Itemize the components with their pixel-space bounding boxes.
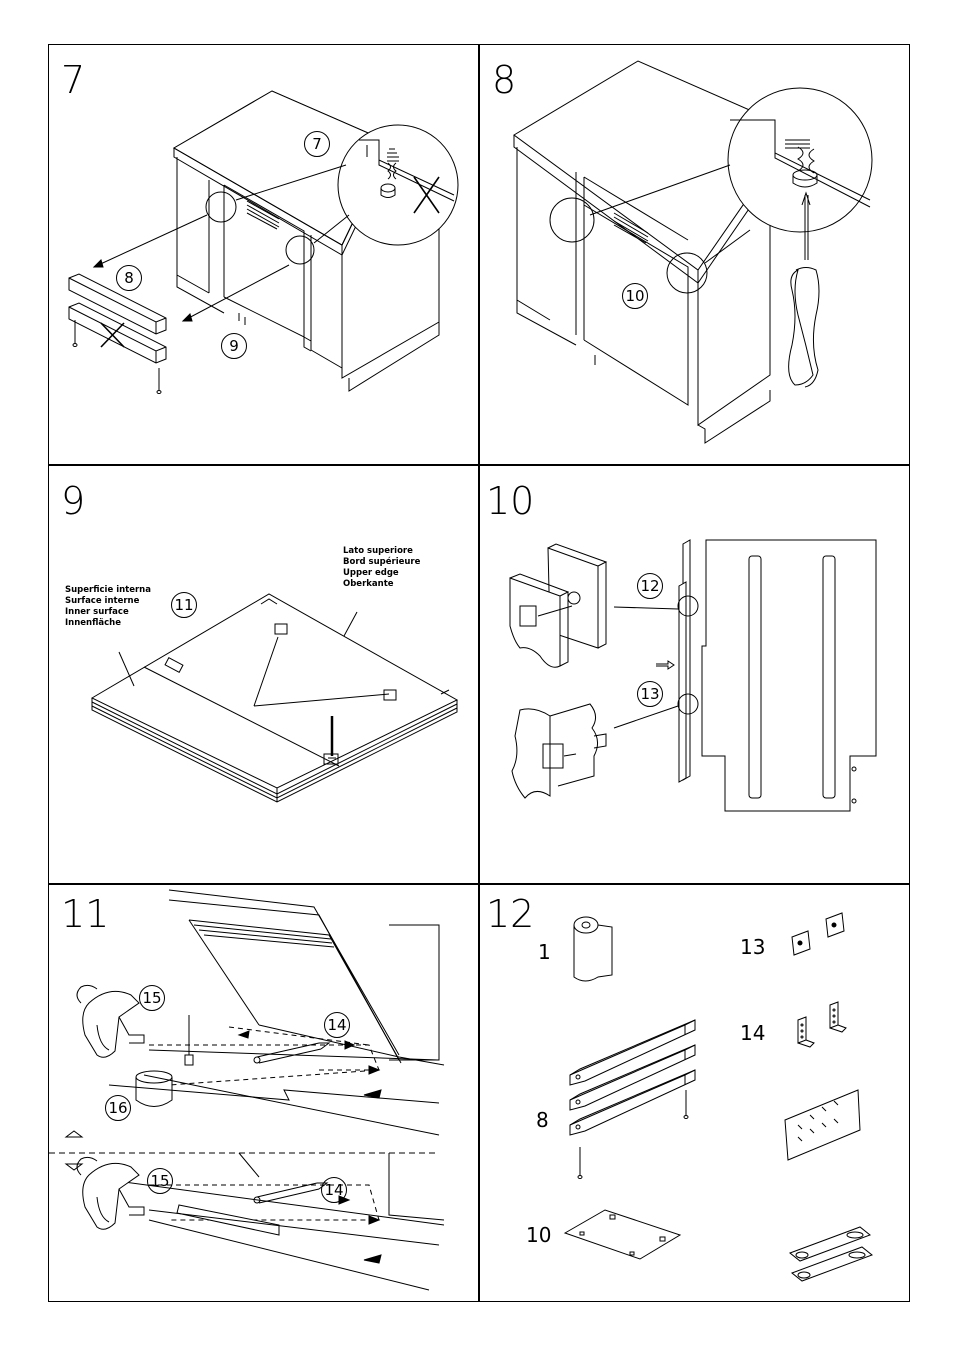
label: Lato superiore <box>343 546 413 556</box>
callout: 7 <box>304 131 330 157</box>
label: Surface interne <box>65 596 140 606</box>
label: Innenfläche <box>65 618 121 628</box>
step-9-panel: 9 Superficie interna Surface interne Inn… <box>49 466 478 883</box>
callout: 15 <box>147 1168 173 1194</box>
callout: 14 <box>324 1012 350 1038</box>
step-12-panel: 12 1 13 14 8 10 <box>480 885 909 1301</box>
callout: 9 <box>221 333 247 359</box>
divider-horizontal-2 <box>48 883 910 885</box>
callout: 13 <box>637 681 663 707</box>
step-8-panel: 8 <box>480 45 909 464</box>
door-panel-drawing <box>509 539 877 812</box>
callout: 14 <box>321 1177 347 1203</box>
label: Superficie interna <box>65 585 151 595</box>
label: Oberkante <box>343 579 394 589</box>
part-number: 13 <box>740 935 766 959</box>
upper-edge-labels: Lato superiore Bord supérieure Upper edg… <box>343 546 420 590</box>
step-11-panel: 11 <box>49 885 478 1301</box>
part-number: 14 <box>740 1021 766 1045</box>
cabinet-drawing <box>513 60 873 444</box>
part-number: 10 <box>526 1223 552 1247</box>
callout: 11 <box>171 592 197 618</box>
part-number: 1 <box>538 940 551 964</box>
panel-drawing <box>90 593 459 803</box>
callout: 15 <box>139 985 165 1011</box>
divider-vertical <box>478 44 480 1302</box>
callout: 10 <box>622 283 648 309</box>
cabinet-drawing <box>68 90 459 394</box>
part-number: 8 <box>536 1108 549 1132</box>
callout: 8 <box>116 265 142 291</box>
step-number: 11 <box>61 892 110 936</box>
step-number: 7 <box>61 58 86 102</box>
inner-surface-labels: Superficie interna Surface interne Inner… <box>65 585 151 629</box>
step-number: 10 <box>486 479 535 523</box>
label: Inner surface <box>65 607 129 617</box>
label: Upper edge <box>343 568 399 578</box>
callout: 12 <box>637 573 663 599</box>
step-number: 12 <box>486 892 535 936</box>
step-10-panel: 10 <box>480 466 909 883</box>
step-number: 8 <box>492 58 517 102</box>
jig-drawing <box>49 889 445 1291</box>
divider-horizontal-1 <box>48 464 910 466</box>
callout: 16 <box>105 1095 131 1121</box>
label: Bord supérieure <box>343 557 421 567</box>
parts-drawing <box>563 912 874 1282</box>
step-number: 9 <box>61 479 86 523</box>
step-7-panel: 7 <box>49 45 478 464</box>
